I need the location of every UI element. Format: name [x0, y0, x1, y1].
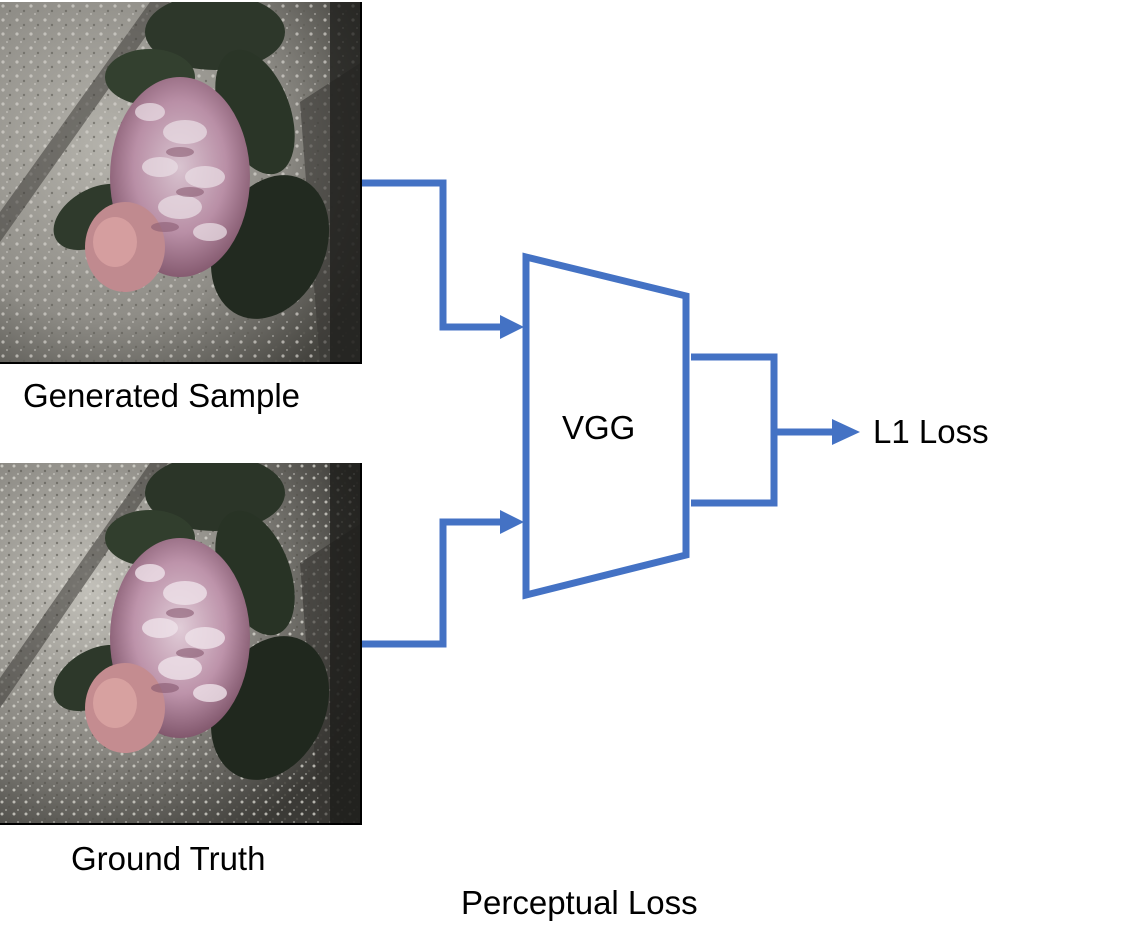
truth-to-vgg-connector: [362, 518, 503, 648]
ground-truth-label: Ground Truth: [71, 840, 266, 877]
arrowhead-icon: [500, 315, 524, 339]
vgg-block: [522, 252, 690, 600]
generated-sample-label: Generated Sample: [23, 377, 301, 414]
generated-to-vgg-connector: [362, 179, 503, 331]
flower-image: [0, 463, 360, 823]
vgg-label: VGG: [562, 409, 636, 446]
l1-loss-label: L1 Loss: [873, 413, 989, 450]
arrowhead-icon: [832, 419, 860, 445]
vgg-output-upper-connector: [691, 353, 778, 507]
generated-sample-image: [0, 2, 362, 364]
flower-image: [0, 2, 360, 362]
ground-truth-image: [0, 463, 362, 825]
arrowhead-icon: [500, 510, 524, 534]
diagram-caption: Perceptual Loss: [461, 884, 698, 921]
